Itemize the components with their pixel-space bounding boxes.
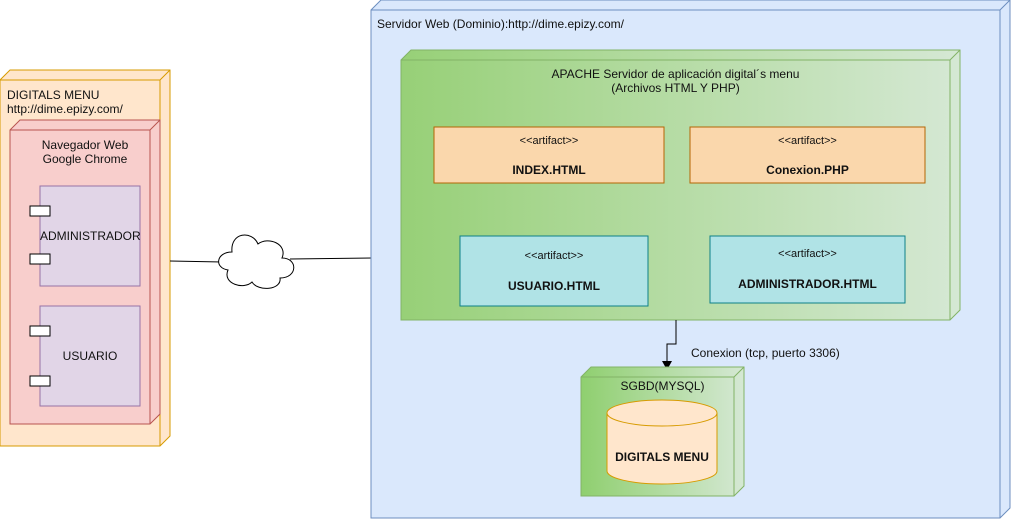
db-node-title: SGBD(MYSQL)	[620, 379, 705, 393]
artifact-index-html[interactable]	[433, 126, 665, 184]
artifact-index-name: INDEX.HTML	[512, 163, 586, 177]
client-cloud-line	[169, 260, 223, 263]
client-node-title: DIGITALS MENU	[7, 88, 100, 102]
cloud-icon	[218, 234, 295, 289]
artifact-usuario-html[interactable]	[459, 235, 649, 307]
database-label: DIGITALS MENU	[615, 450, 709, 464]
component-usuario-label: USUARIO	[62, 349, 118, 363]
apache-node-line1: APACHE Servidor de aplicación digital´s …	[551, 67, 800, 81]
browser-node-line2: Google Chrome	[42, 152, 128, 166]
artifact-administrador-stereotype: <<artifact>>	[778, 248, 837, 260]
artifact-index-stereotype: <<artifact>>	[519, 135, 579, 147]
client-node-subtitle: http://dime.epizy.com/	[7, 102, 123, 116]
artifact-conexion-name: Conexion.PHP	[766, 163, 849, 177]
component-administrador-label: ADMINISTRADOR	[40, 229, 141, 243]
artifact-usuario-stereotype: <<artifact>>	[524, 250, 584, 262]
connection-arrow	[662, 320, 677, 370]
artifact-administrador-html[interactable]	[709, 235, 906, 304]
component-administrador[interactable]	[29, 185, 141, 287]
connection-label: Conexion (tcp, puerto 3306)	[691, 346, 840, 360]
artifact-conexion-php[interactable]	[689, 126, 926, 184]
database-cylinder-icon[interactable]	[606, 399, 718, 485]
artifact-usuario-name: USUARIO.HTML	[508, 279, 600, 293]
browser-node-line1: Navegador Web	[41, 138, 129, 152]
server-node-title: Servidor Web (Dominio):http://dime.epizy…	[377, 17, 624, 31]
artifact-conexion-stereotype: <<artifact>>	[778, 135, 837, 147]
artifact-administrador-name: ADMINISTRADOR.HTML	[738, 277, 877, 291]
component-usuario[interactable]	[29, 305, 141, 407]
cloud-server-line	[289, 257, 373, 260]
apache-node-line2: (Archivos HTML Y PHP)	[611, 81, 740, 95]
